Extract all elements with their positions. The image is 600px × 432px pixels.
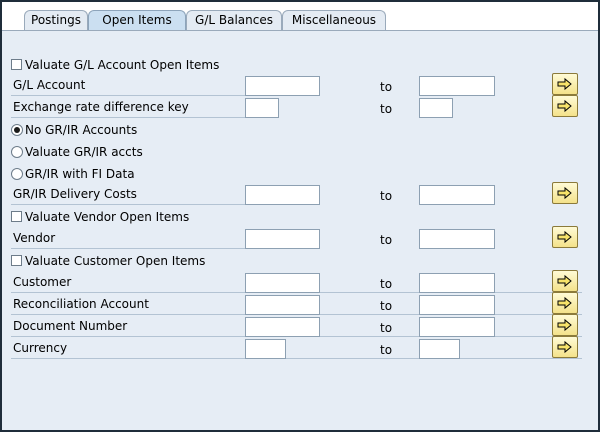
valuate-vendor-label[interactable]: Valuate Vendor Open Items [25,210,190,224]
tab-postings[interactable]: Postings [24,10,88,30]
exchange-key-multiple-selection-button[interactable] [552,95,578,117]
document-number-from-input[interactable] [245,317,320,337]
valuate-gl-row: Valuate G/L Account Open Items [8,56,582,77]
radio-grir-fi[interactable] [11,168,23,180]
label-underline [11,95,247,96]
radio-valuate-grir-label[interactable]: Valuate GR/IR accts [25,145,143,159]
to-label: to [380,299,393,313]
radio-grir-fi-row: GR/IR with FI Data [8,165,582,186]
to-label: to [380,277,393,291]
vendor-to-input[interactable] [419,229,495,249]
exchange-key-to-input[interactable] [419,98,453,118]
radio-grir-fi-label[interactable]: GR/IR with FI Data [25,167,135,181]
gl-account-to-input[interactable] [419,76,495,96]
recon-account-label: Reconciliation Account [13,297,149,311]
vendor-multiple-selection-button[interactable] [552,226,578,248]
valuate-vendor-row: Valuate Vendor Open Items [8,208,582,229]
document-number-row: Document Number to [8,314,582,337]
radio-no-grir[interactable] [11,124,23,136]
radio-valuate-grir-row: Valuate GR/IR accts [8,143,582,164]
arrow-right-icon [557,230,572,244]
to-label: to [380,233,393,247]
to-label: to [380,80,393,94]
valuate-customer-label[interactable]: Valuate Customer Open Items [25,254,206,268]
to-label: to [380,343,393,357]
arrow-right-icon [557,77,572,91]
open-items-panel: Valuate G/L Account Open Items G/L Accou… [2,30,598,431]
tab-gl-balances[interactable]: G/L Balances [186,10,282,30]
valuate-customer-checkbox[interactable] [11,255,22,266]
arrow-right-icon [557,296,572,310]
radio-valuate-grir[interactable] [11,146,23,158]
exchange-key-from-input[interactable] [245,98,279,118]
currency-label: Currency [13,341,68,355]
customer-from-input[interactable] [245,273,320,293]
recon-account-from-input[interactable] [245,295,320,315]
arrow-right-icon [557,274,572,288]
valuate-vendor-checkbox[interactable] [11,211,22,222]
radio-selected-dot [14,127,20,133]
valuate-gl-label[interactable]: Valuate G/L Account Open Items [25,58,220,72]
grir-delivery-multiple-selection-button[interactable] [552,182,578,204]
valuate-gl-checkbox[interactable] [11,59,22,70]
tab-miscellaneous[interactable]: Miscellaneous [282,10,386,30]
grir-delivery-to-input[interactable] [419,185,495,205]
to-label: to [380,189,393,203]
document-number-multiple-selection-button[interactable] [552,314,578,336]
radio-no-grir-row: No GR/IR Accounts [8,121,582,142]
label-underline [11,248,247,249]
document-number-label: Document Number [13,319,128,333]
recon-account-to-input[interactable] [419,295,495,315]
customer-label: Customer [13,275,72,289]
document-number-to-input[interactable] [419,317,495,337]
grir-delivery-row: GR/IR Delivery Costs to [8,182,582,205]
currency-from-input[interactable] [245,339,286,359]
vendor-row: Vendor to [8,226,582,249]
customer-row: Customer to [8,270,582,293]
grir-delivery-label: GR/IR Delivery Costs [13,187,137,201]
valuate-customer-row: Valuate Customer Open Items [8,252,582,273]
to-label: to [380,321,393,335]
to-label: to [380,102,393,116]
radio-no-grir-label[interactable]: No GR/IR Accounts [25,123,138,137]
gl-account-label: G/L Account [13,78,86,92]
vendor-label: Vendor [13,231,56,245]
grir-delivery-from-input[interactable] [245,185,320,205]
customer-to-input[interactable] [419,273,495,293]
exchange-key-row: Exchange rate difference key to [8,95,582,118]
label-underline [11,117,247,118]
currency-multiple-selection-button[interactable] [552,336,578,358]
gl-account-from-input[interactable] [245,76,320,96]
tab-strip: Postings Open Items G/L Balances Miscell… [2,2,598,30]
vendor-from-input[interactable] [245,229,320,249]
currency-row: Currency to [8,336,582,359]
recon-account-multiple-selection-button[interactable] [552,292,578,314]
gl-account-multiple-selection-button[interactable] [552,73,578,95]
recon-account-row: Reconciliation Account to [8,292,582,315]
arrow-right-icon [557,99,572,113]
gl-account-row: G/L Account to [8,73,582,96]
row-underline [11,358,582,359]
arrow-right-icon [557,318,572,332]
tab-open-items[interactable]: Open Items [88,10,186,30]
arrow-right-icon [557,340,572,354]
label-underline [11,204,247,205]
arrow-right-icon [557,186,572,200]
currency-to-input[interactable] [419,339,460,359]
exchange-key-label: Exchange rate difference key [13,100,189,114]
customer-multiple-selection-button[interactable] [552,270,578,292]
